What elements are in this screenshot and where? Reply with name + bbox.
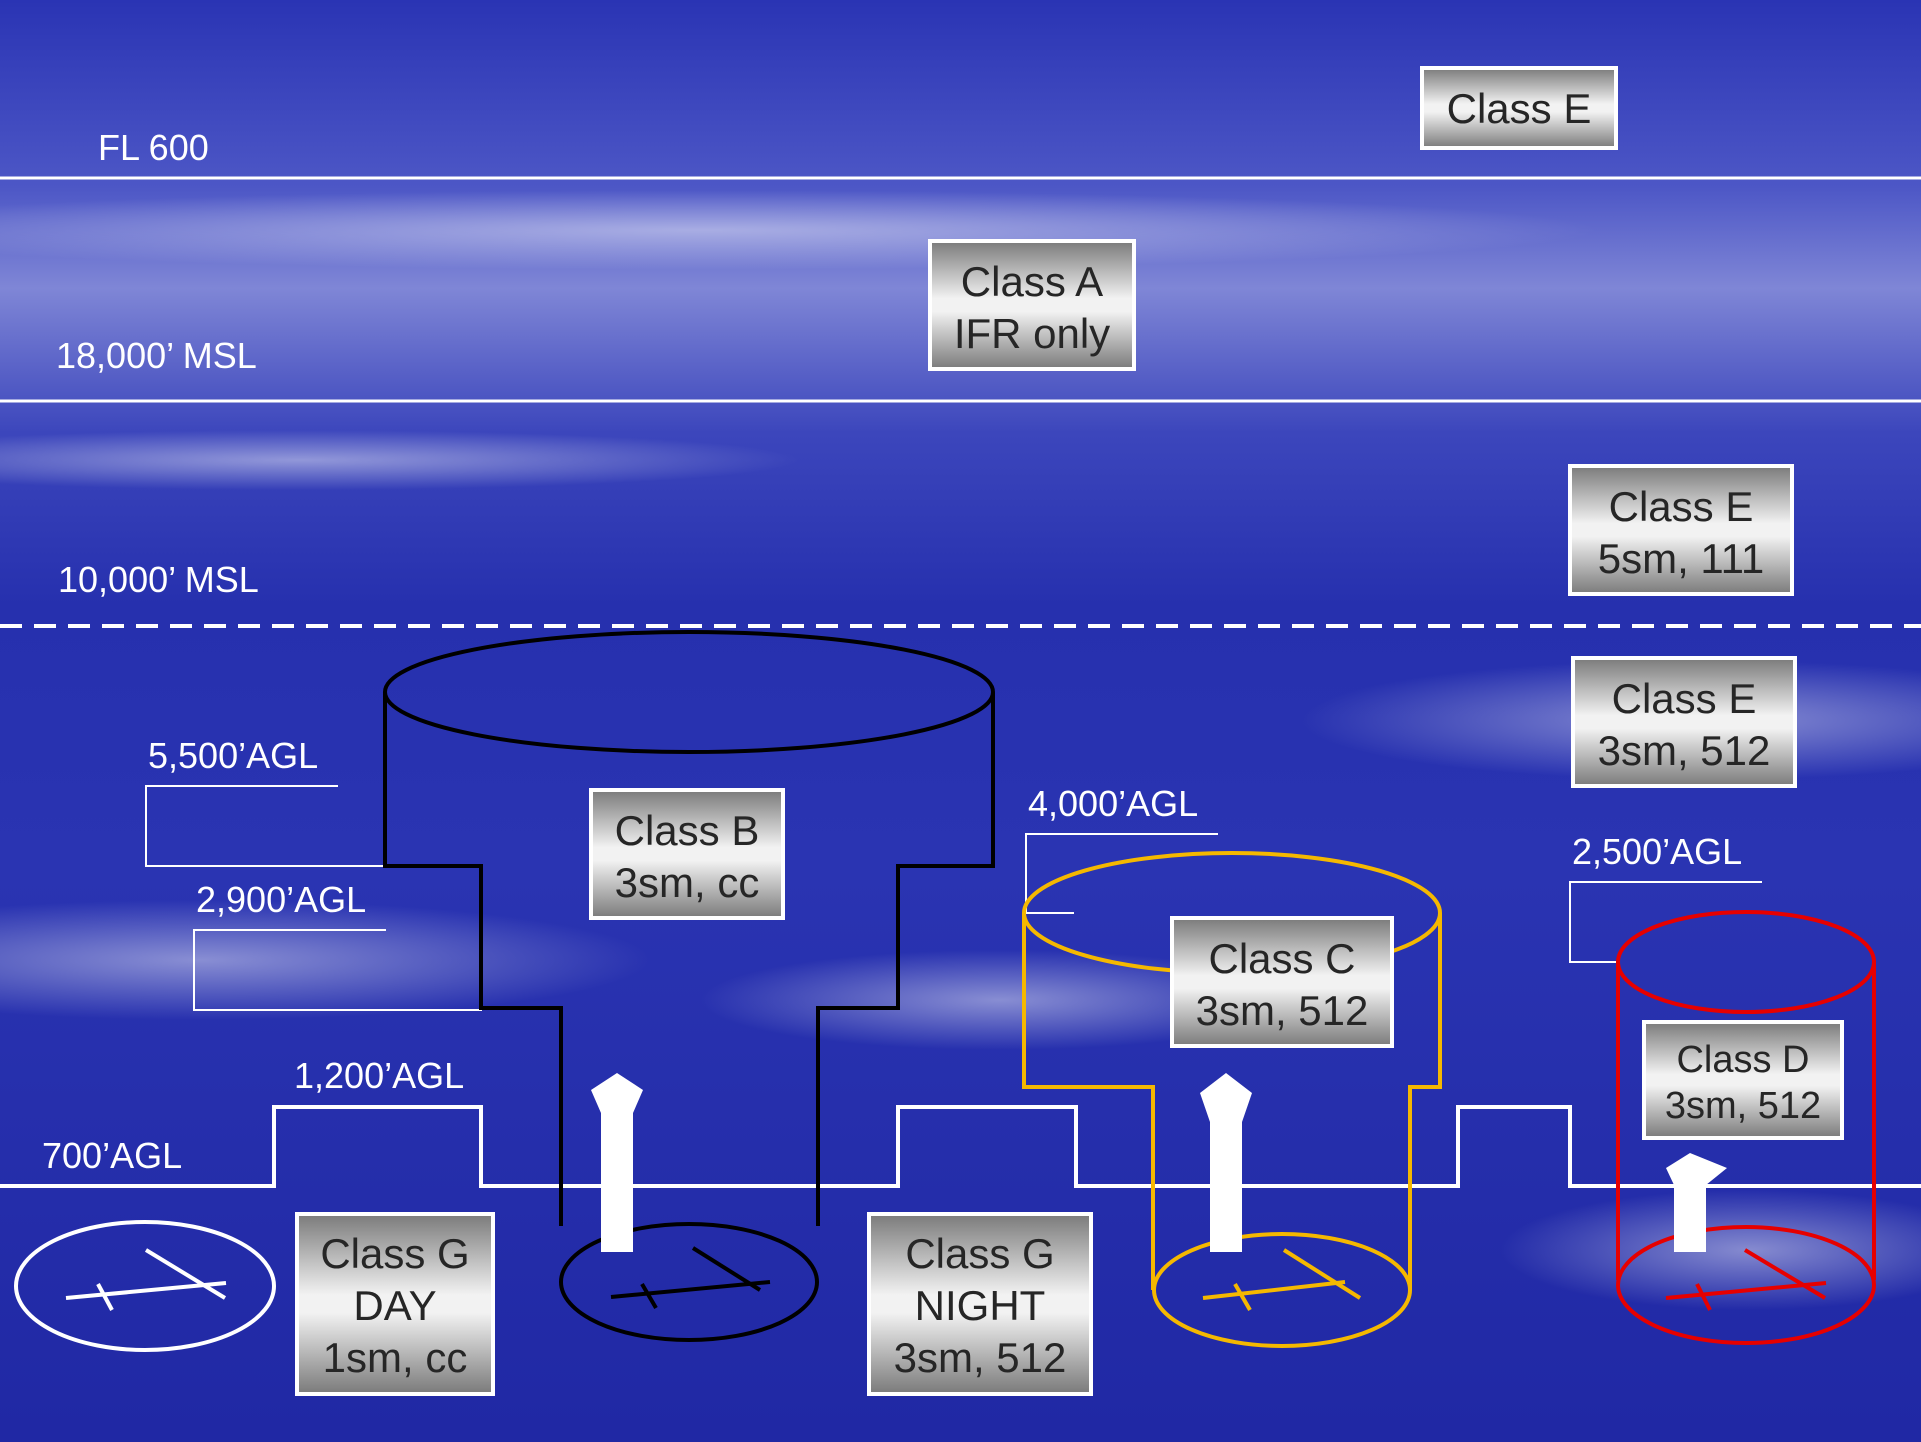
svg-text:NIGHT: NIGHT: [915, 1282, 1046, 1329]
agl4000-bracket: [1025, 833, 1218, 914]
up-arrow-icon: [1666, 1153, 1727, 1252]
up-arrow-icon: [591, 1073, 643, 1252]
class-g-day-box: Class G DAY 1sm, cc: [295, 1212, 495, 1396]
svg-text:3sm, 512: 3sm, 512: [894, 1334, 1067, 1381]
agl5500-label: 5,500’AGL: [148, 735, 318, 776]
agl2500-label: 2,500’AGL: [1572, 831, 1742, 872]
agl700-label: 700’AGL: [42, 1135, 182, 1176]
fl600-label: FL 600: [98, 127, 209, 168]
cloud-streaks: [0, 190, 1921, 1310]
class-g-boundary: [0, 1105, 1921, 1188]
agl1200-label: 1,200’AGL: [294, 1055, 464, 1096]
runway-icon: [1665, 1248, 1827, 1311]
svg-text:IFR only: IFR only: [954, 310, 1110, 357]
agl2900-label: 2,900’AGL: [196, 879, 366, 920]
class-d-box: Class D 3sm, 512: [1642, 1020, 1844, 1140]
class-g-airport: [14, 1220, 276, 1352]
svg-text:3sm, 512: 3sm, 512: [1196, 987, 1369, 1034]
class-e-lower-box: Class E 3sm, 512: [1571, 656, 1797, 788]
svg-text:Class G: Class G: [320, 1230, 469, 1277]
class-g-night-box: Class G NIGHT 3sm, 512: [867, 1212, 1093, 1396]
class-d-airspace: [1616, 910, 1876, 1345]
svg-text:Class E: Class E: [1612, 675, 1757, 722]
class-c-airspace: [1022, 851, 1442, 1348]
agl4000-label: 4,000’AGL: [1028, 783, 1198, 824]
agl2900-bracket: [193, 929, 482, 1011]
class-a-box: Class A IFR only: [928, 239, 1136, 371]
up-arrow-icon: [1200, 1073, 1252, 1252]
svg-text:3sm, cc: 3sm, cc: [615, 859, 760, 906]
msl18000-label: 18,000’ MSL: [56, 335, 257, 376]
class-e-top-box: Class E: [1420, 66, 1618, 150]
svg-text:Class D: Class D: [1676, 1039, 1809, 1081]
class-e-upper-box: Class E 5sm, 111: [1568, 464, 1794, 596]
svg-text:5sm, 111: 5sm, 111: [1598, 535, 1765, 582]
class-b-airspace: [383, 630, 995, 1342]
svg-text:Class E: Class E: [1447, 85, 1592, 132]
svg-text:3sm, 512: 3sm, 512: [1665, 1085, 1821, 1127]
runway-icon: [1202, 1248, 1362, 1311]
svg-text:Class B: Class B: [615, 807, 760, 854]
runway-icon: [610, 1246, 771, 1310]
svg-text:1sm, cc: 1sm, cc: [323, 1334, 468, 1381]
class-b-box: Class B 3sm, cc: [589, 788, 785, 920]
msl10000-label: 10,000’ MSL: [58, 559, 259, 600]
svg-text:3sm, 512: 3sm, 512: [1598, 727, 1771, 774]
svg-text:Class A: Class A: [961, 258, 1103, 305]
svg-text:Class G: Class G: [905, 1230, 1054, 1277]
svg-text:Class C: Class C: [1208, 935, 1355, 982]
svg-text:DAY: DAY: [353, 1282, 436, 1329]
agl2500-bracket: [1569, 881, 1762, 963]
agl5500-bracket: [145, 785, 387, 867]
svg-text:Class E: Class E: [1609, 483, 1754, 530]
class-c-box: Class C 3sm, 512: [1170, 916, 1394, 1048]
